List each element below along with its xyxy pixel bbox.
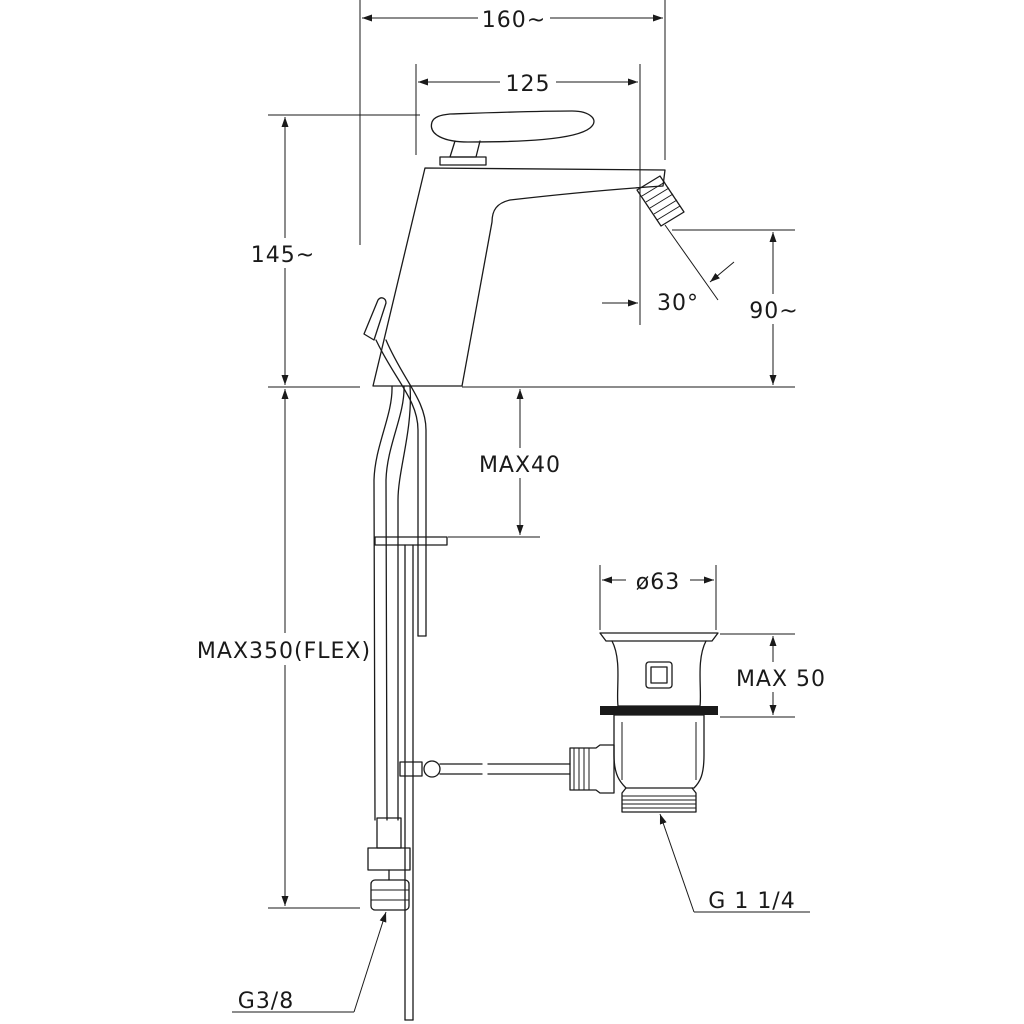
dimension-spout-height-label: 90~ (749, 299, 798, 324)
drain-connector-threads (573, 748, 590, 790)
hose-fitting (367, 817, 411, 911)
lever-stem (449, 140, 481, 158)
leader-supply-thread: G3/8 (232, 911, 387, 1014)
drain-assembly (569, 632, 719, 813)
supply-hoses (367, 339, 448, 1021)
dimension-spout-height: 90~ (462, 229, 804, 388)
dimension-angle-label: 30° (657, 291, 699, 316)
dimension-flex-length-label: MAX350(FLEX) (197, 639, 371, 664)
body-outline (372, 167, 666, 387)
lever-handle (430, 110, 595, 143)
pullrod-knob (363, 297, 387, 341)
linkage-rod (439, 763, 571, 775)
dimension-drain-height: MAX 50 (720, 633, 828, 718)
dimension-max-deck: MAX40 (448, 389, 561, 538)
rod-clamp (399, 760, 441, 778)
leader-drain-thread: G 1 1/4 (659, 813, 810, 914)
dimension-flex-length: MAX350(FLEX) (196, 389, 372, 909)
dimension-drain-height-label: MAX 50 (736, 667, 826, 692)
dimension-height-label: 145~ (251, 243, 315, 268)
dimension-height: 145~ (248, 114, 420, 388)
dimension-lever-width: 125 (415, 64, 641, 325)
dimension-angle: 30° (602, 224, 735, 316)
leader-supply-thread-label: G3/8 (238, 989, 294, 1014)
drain-stopper-window (645, 661, 673, 689)
faucet-body (363, 110, 685, 387)
dimension-overall-width: 160~ (359, 0, 666, 245)
spray-nozzle (636, 175, 685, 227)
drain-tail-threads (622, 795, 696, 809)
drain-gasket (600, 706, 718, 715)
dimension-overall-width-label: 160~ (482, 8, 546, 33)
leader-drain-thread-label: G 1 1/4 (708, 889, 795, 914)
mounting-nut (374, 536, 448, 546)
dimension-lever-width-label: 125 (506, 72, 551, 97)
dimension-drain-diameter-label: ø63 (636, 570, 680, 595)
dimension-max-deck-label: MAX40 (479, 453, 561, 478)
dimension-drain-diameter: ø63 (599, 565, 717, 630)
